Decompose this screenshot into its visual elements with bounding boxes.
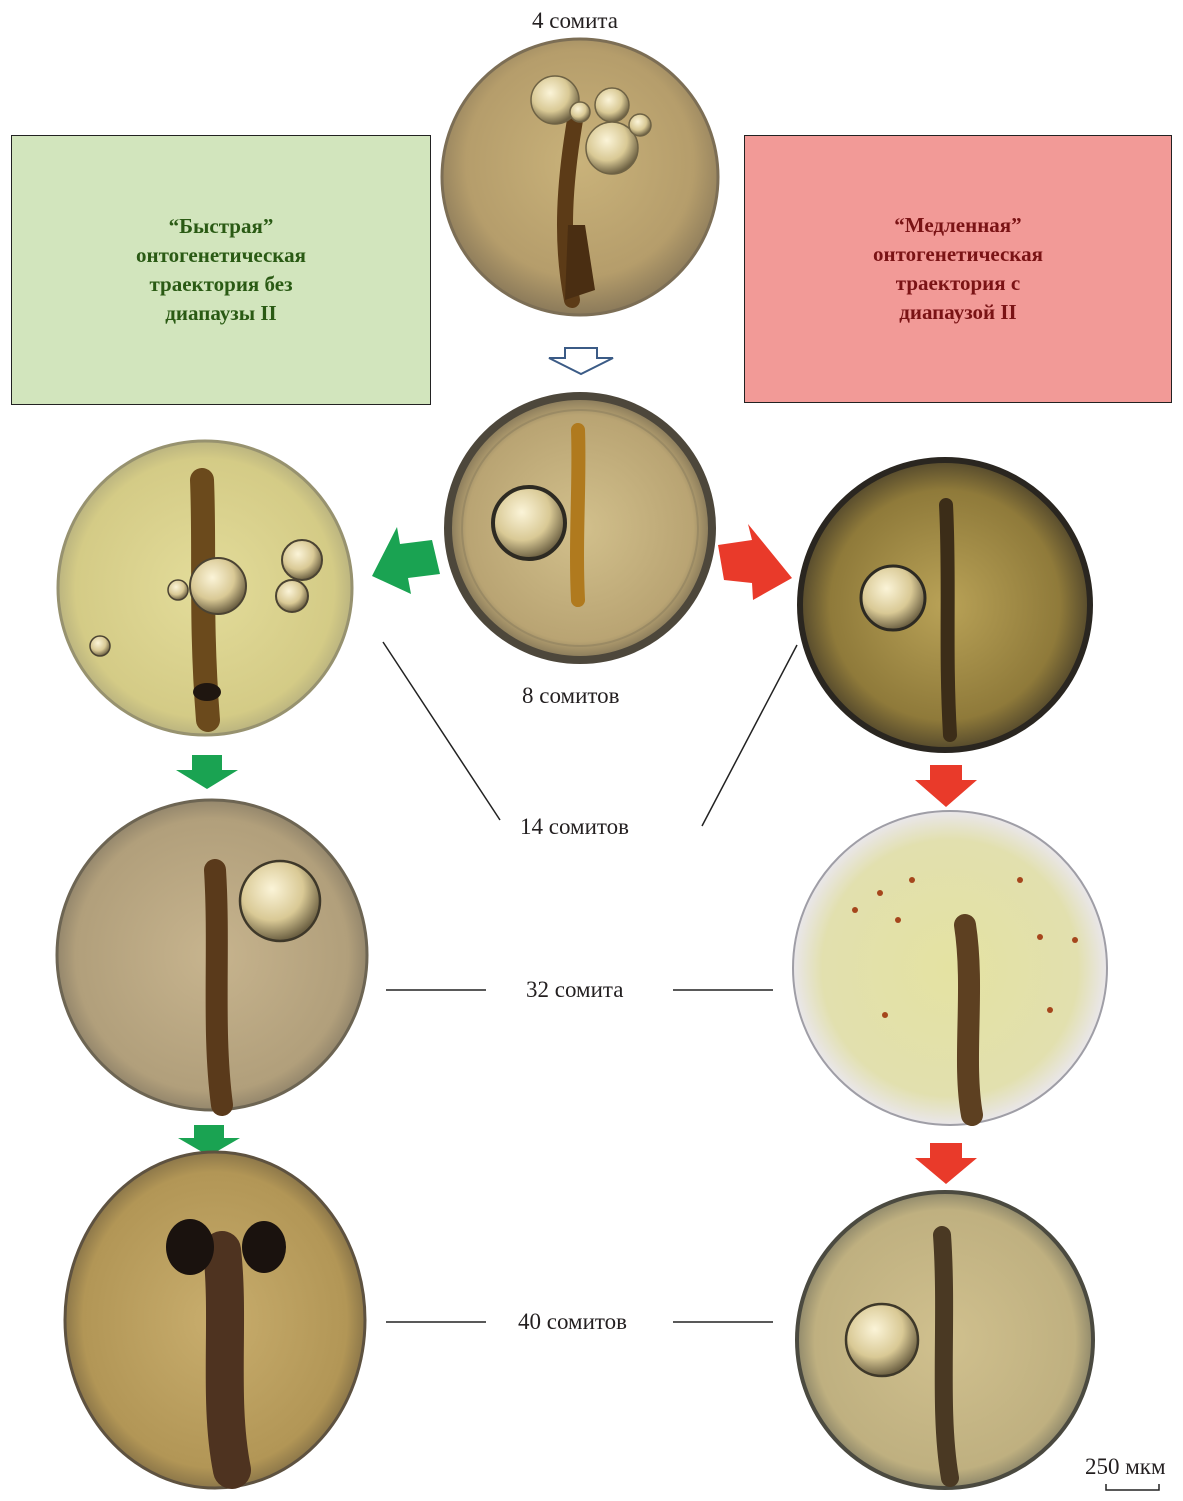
slow-line-3: траектория с (873, 269, 1043, 298)
slow-trajectory-box: “Медленная” онтогенетическая траектория … (744, 135, 1172, 403)
stage-label-4: 4 сомита (532, 8, 618, 34)
fast-line-3: траектория без (136, 270, 306, 299)
embryo-fast-40-somites (65, 1152, 365, 1488)
slow-line-4: диапаузой II (873, 298, 1043, 327)
slow-line-2: онтогенетическая (873, 240, 1043, 269)
stage-label-40: 40 сомитов (518, 1309, 627, 1335)
slow-trajectory-text: “Медленная” онтогенетическая траектория … (873, 211, 1043, 327)
stage-label-14: 14 сомитов (520, 814, 629, 840)
embryo-8-somites (448, 396, 712, 660)
fast-line-4: диапаузы II (136, 299, 306, 328)
embryo-slow-40-somites (797, 1192, 1093, 1488)
stage-label-8: 8 сомитов (522, 683, 620, 709)
green-down-arrow (176, 755, 238, 789)
fast-line-2: онтогенетическая (136, 241, 306, 270)
outline-down-arrow (549, 348, 613, 374)
embryo-fast-32-somites (57, 800, 367, 1110)
stage-label-32: 32 сомита (526, 977, 623, 1003)
embryo-slow-14-somites (800, 460, 1090, 750)
embryo-slow-32-somites (793, 811, 1107, 1125)
fast-trajectory-box: “Быстрая” онтогенетическая траектория бе… (11, 135, 431, 405)
connector-line (702, 645, 797, 826)
slow-line-1: “Медленная” (873, 211, 1043, 240)
scale-bar-label: 250 мкм (1085, 1454, 1166, 1480)
connector-line (383, 642, 500, 820)
embryo-fast-14-somites (58, 441, 352, 735)
red-down-arrow (915, 765, 977, 807)
fast-trajectory-text: “Быстрая” онтогенетическая траектория бе… (136, 212, 306, 328)
red-arrow-right (718, 524, 792, 600)
green-arrow-left (372, 527, 440, 594)
red-down-arrow (915, 1143, 977, 1184)
scale-bar-line (1106, 1484, 1159, 1490)
fast-line-1: “Быстрая” (136, 212, 306, 241)
embryo-4-somites (442, 39, 718, 315)
